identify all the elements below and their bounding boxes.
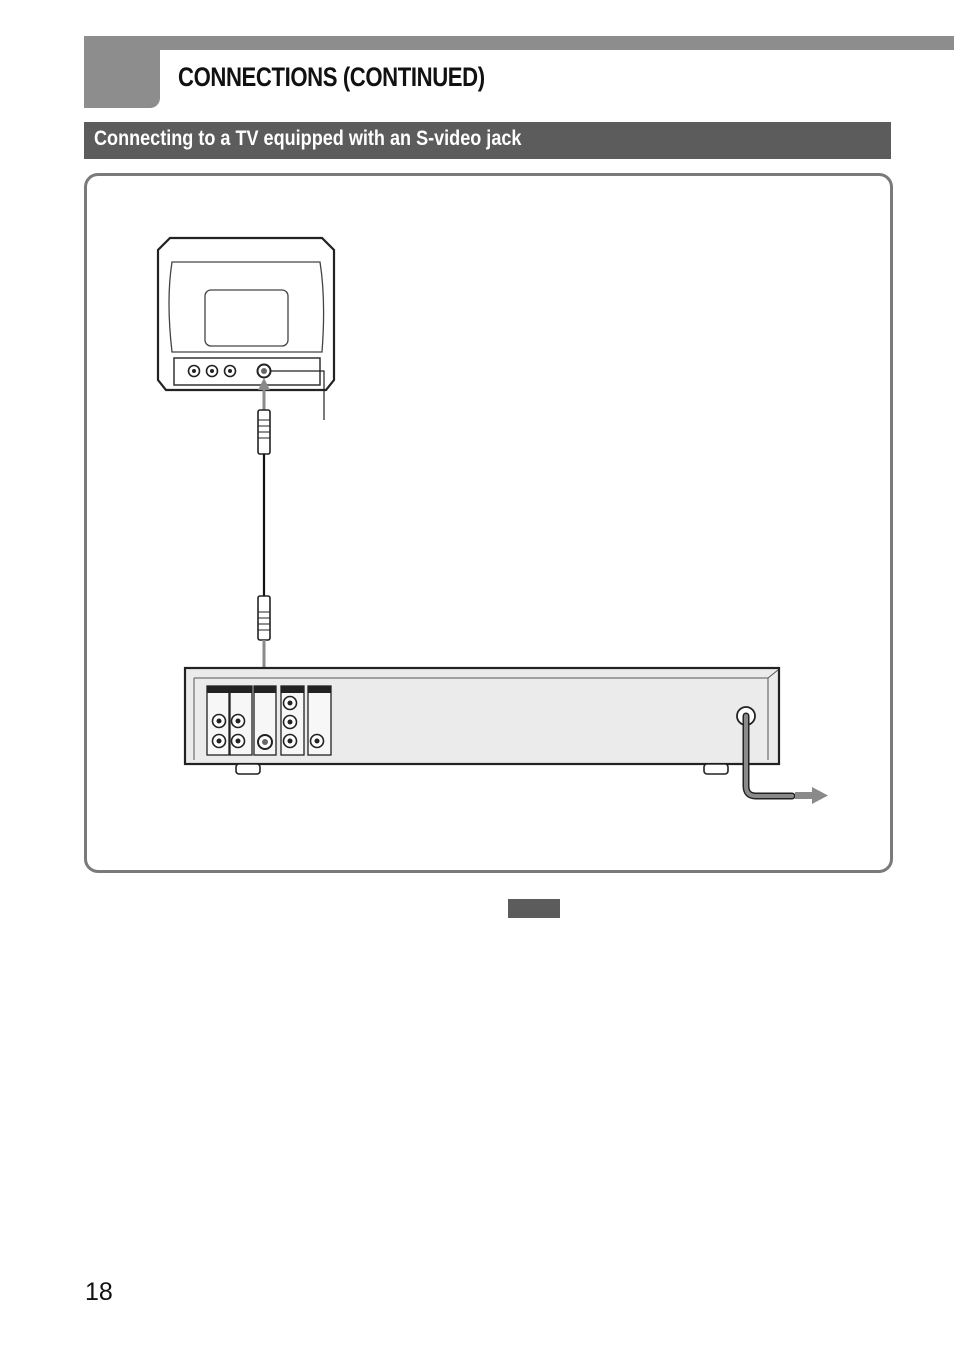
page-number: 18 — [85, 1278, 113, 1306]
page-title: CONNECTIONS (CONTINUED) — [178, 62, 485, 92]
section-title: Connecting to a TV equipped with an S-vi… — [94, 127, 522, 150]
player-rear-panel-icon — [183, 666, 781, 775]
connection-diagram-frame — [84, 173, 893, 873]
note-tab-icon — [508, 899, 560, 918]
header-top-rule — [84, 36, 954, 50]
power-cord-arrow-icon — [742, 712, 828, 804]
section-heading-bar: Connecting to a TV equipped with an S-vi… — [84, 122, 891, 159]
television-rear-panel-icon — [156, 236, 336, 420]
header-tab-block — [84, 36, 160, 108]
